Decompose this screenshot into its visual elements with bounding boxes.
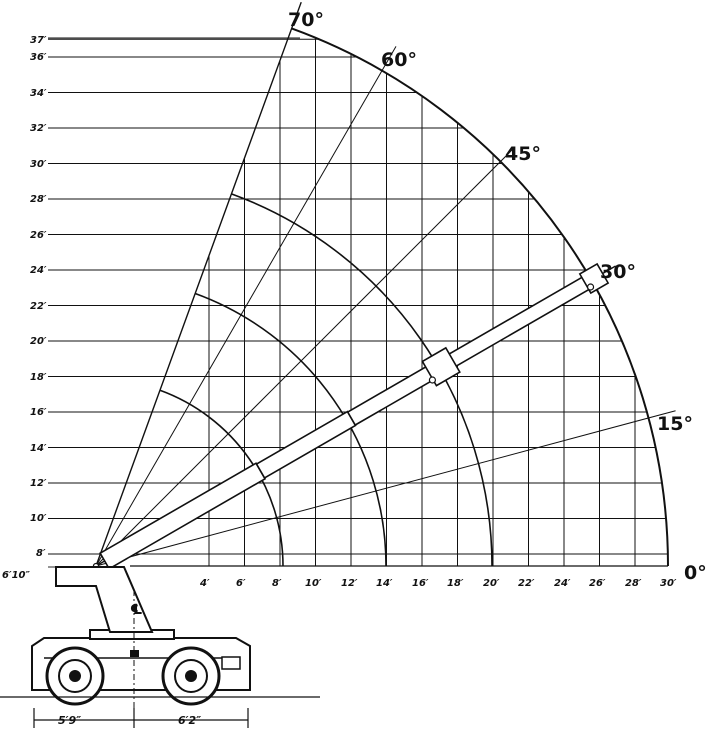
front-wheel <box>45 646 105 706</box>
x-axis-labels: 4′ 6′ 8′ 10′ 12′ 14′ 16′ 18′ 20′ 22′ 24′… <box>199 578 677 589</box>
y-label-32: 32′ <box>30 123 47 134</box>
y-label-12: 12′ <box>30 478 47 489</box>
angle-label-30: 30° <box>600 261 636 283</box>
x-label-10: 10′ <box>305 578 322 589</box>
y-label-37: 37′ <box>30 35 47 46</box>
y-label-16: 16′ <box>30 407 47 418</box>
wheelbase-front-label: 5′9″ <box>58 714 81 727</box>
radius-arc-3 <box>231 193 493 567</box>
boom-angle-labels: 70° 60° 45° 30° 15° 0° <box>288 9 707 584</box>
y-axis-labels: 37′ 36′ 34′ 32′ 30′ 28′ 26′ 24′ 22′ 20′ … <box>2 35 47 581</box>
telescopic-boom <box>92 262 610 570</box>
x-label-18: 18′ <box>447 578 464 589</box>
x-label-24: 24′ <box>554 578 571 589</box>
x-label-22: 22′ <box>518 578 535 589</box>
x-label-6: 6′ <box>236 578 246 589</box>
angle-label-60: 60° <box>381 49 417 71</box>
crane-carrier: ℄ 5′9″ 6′2″ <box>0 566 320 728</box>
wheelbase-rear-label: 6′2″ <box>178 714 201 727</box>
angle-label-15: 15° <box>657 413 693 435</box>
x-label-30: 30′ <box>660 578 677 589</box>
radius-arc-1 <box>159 389 284 567</box>
radius-arcs <box>159 27 669 567</box>
y-label-30: 30′ <box>30 159 47 170</box>
angle-ray-45 <box>95 148 514 567</box>
y-label-6-10: 6′10″ <box>2 570 31 581</box>
boom-section-4 <box>446 271 599 369</box>
angle-ray-15 <box>95 410 676 567</box>
x-label-4: 4′ <box>199 578 210 589</box>
y-label-8: 8′ <box>36 548 46 559</box>
x-label-28: 28′ <box>625 578 642 589</box>
boom-head <box>578 262 610 295</box>
centerline-symbol: ℄ <box>130 602 143 618</box>
y-label-26: 26′ <box>30 230 47 241</box>
y-label-10: 10′ <box>30 513 47 524</box>
boom-section-1 <box>99 462 267 570</box>
boom-collar <box>421 346 461 387</box>
y-label-18: 18′ <box>30 372 47 383</box>
light-box <box>221 656 241 670</box>
outer-envelope-arc <box>291 27 669 567</box>
y-label-14: 14′ <box>30 443 47 454</box>
angle-ray-70 <box>95 1 302 567</box>
y-label-24: 24′ <box>30 265 47 276</box>
boom-section-2 <box>255 410 357 480</box>
x-label-14: 14′ <box>376 578 393 589</box>
rear-wheel <box>161 646 221 706</box>
angle-label-70: 70° <box>288 9 324 31</box>
radius-arc-2 <box>194 292 387 567</box>
boom-mast <box>55 566 154 633</box>
x-label-16: 16′ <box>412 578 429 589</box>
collar-roller <box>428 376 437 384</box>
y-label-28: 28′ <box>30 194 47 205</box>
angle-label-45: 45° <box>505 143 541 165</box>
y-label-34: 34′ <box>30 88 47 99</box>
x-label-26: 26′ <box>589 578 606 589</box>
angle-ray-60 <box>95 46 397 567</box>
sheave <box>586 283 595 291</box>
y-label-22: 22′ <box>30 301 47 312</box>
x-label-20: 20′ <box>483 578 500 589</box>
x-label-8: 8′ <box>272 578 282 589</box>
y-label-36: 36′ <box>30 52 47 63</box>
center-marker <box>130 650 139 657</box>
range-grid <box>48 37 668 568</box>
angle-label-0: 0° <box>684 562 707 584</box>
x-label-12: 12′ <box>341 578 358 589</box>
y-label-20: 20′ <box>30 336 47 347</box>
